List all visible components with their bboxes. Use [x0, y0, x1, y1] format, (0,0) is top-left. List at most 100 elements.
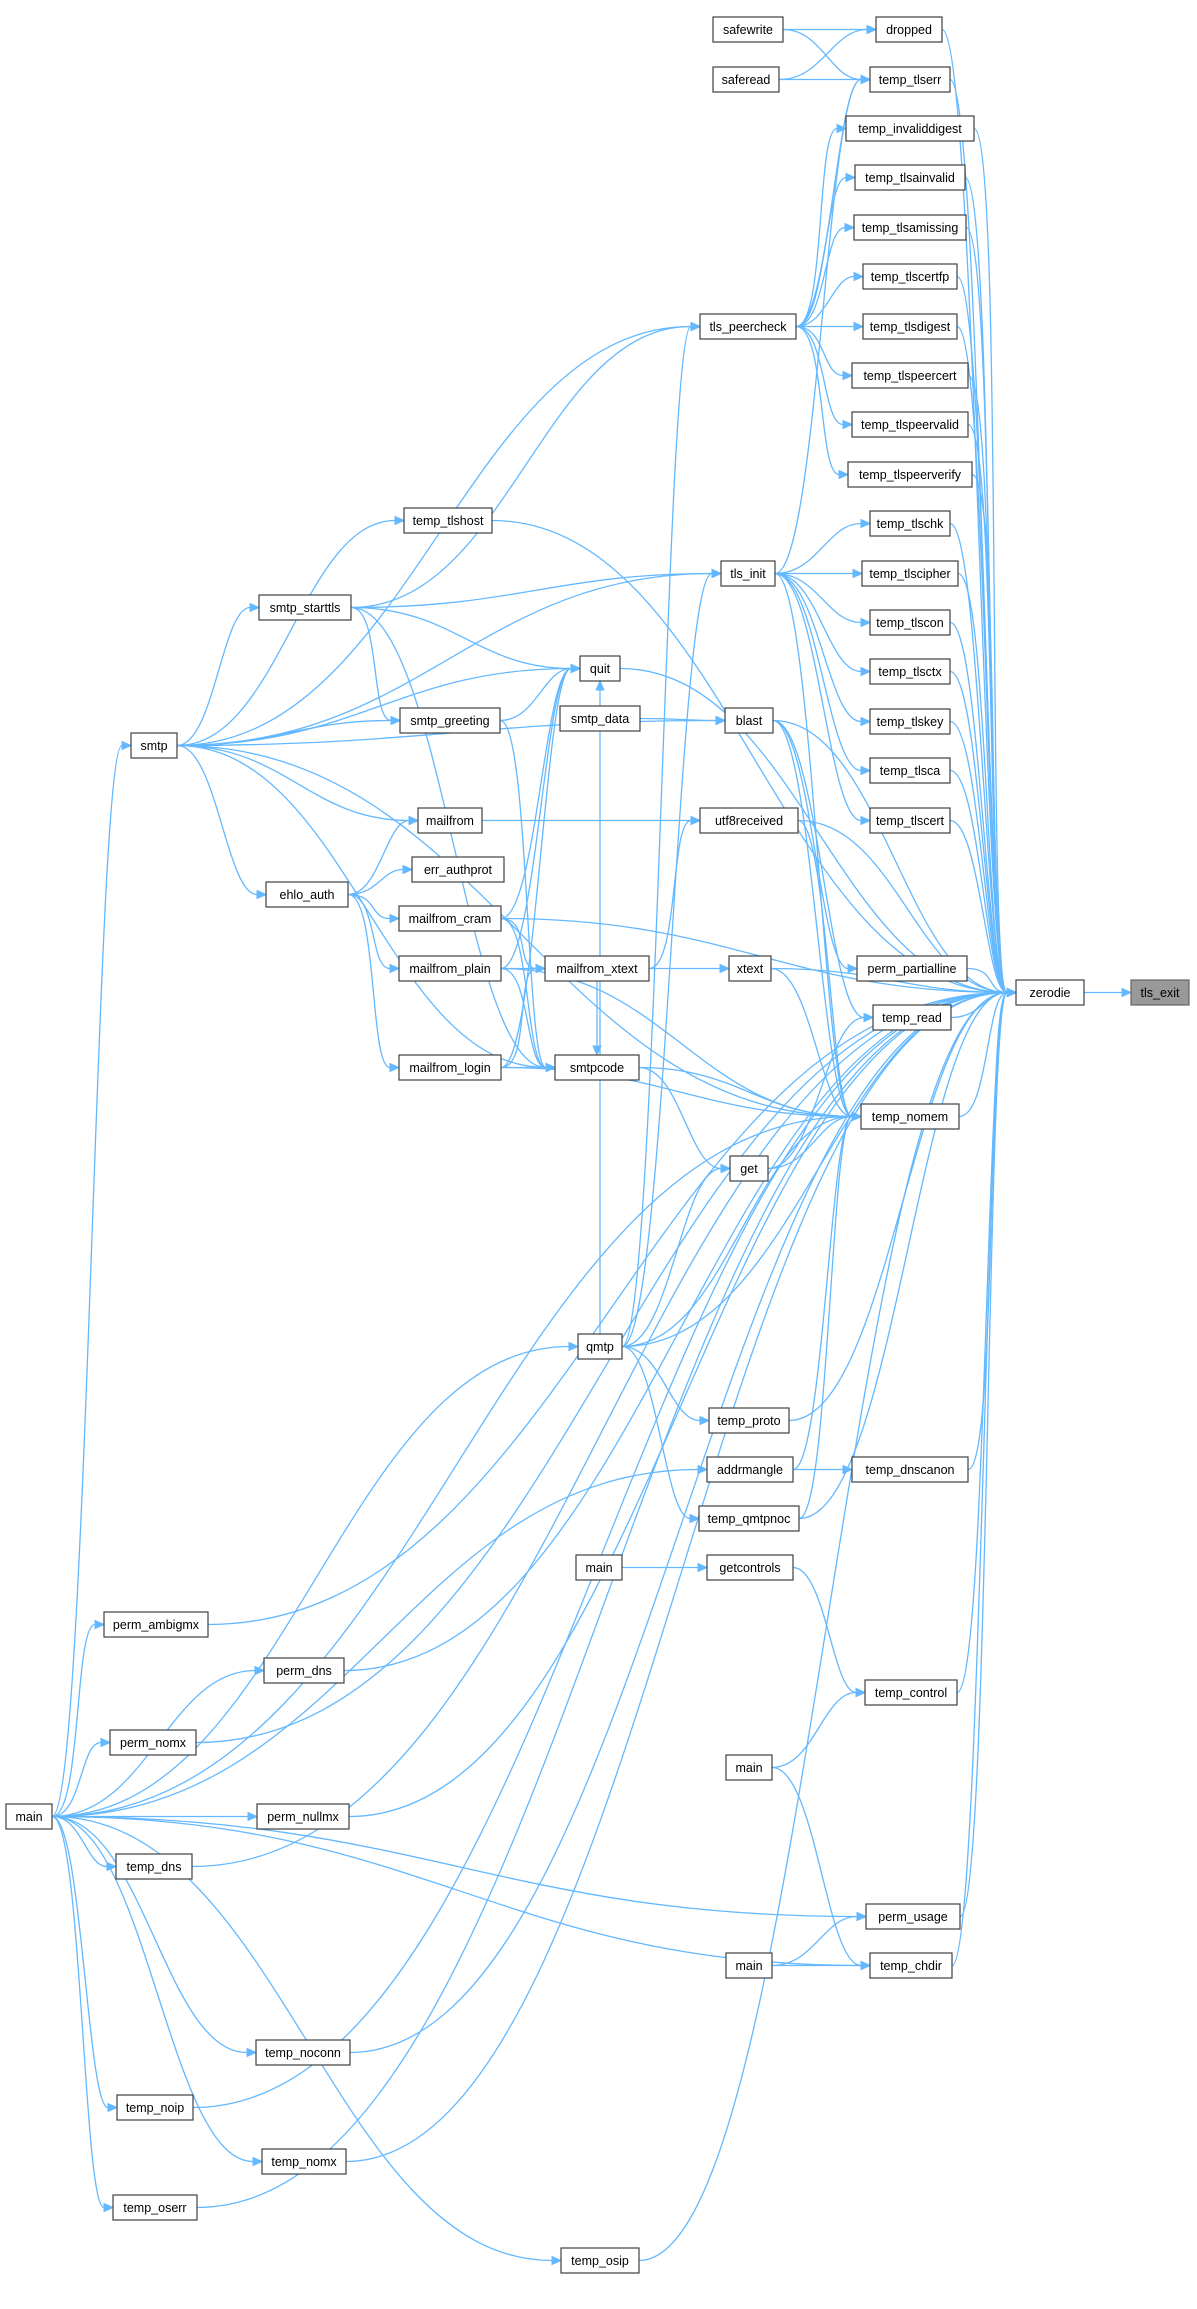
node-temp-tlspeerverify[interactable]: temp_tlspeerverify [847, 461, 973, 488]
node-temp-tlschk[interactable]: temp_tlschk [869, 510, 951, 537]
node-label: temp_tlsca [880, 764, 940, 778]
node-smtp[interactable]: smtp [130, 732, 178, 759]
node-temp-noip[interactable]: temp_noip [116, 2094, 194, 2121]
node-tls-init[interactable]: tls_init [720, 560, 776, 587]
edge-arrowhead [699, 1415, 711, 1426]
node-qmtp[interactable]: qmtp [577, 1333, 623, 1360]
node-temp-nomem[interactable]: temp_nomem [860, 1103, 960, 1130]
node-label: temp_tlsctx [878, 665, 942, 679]
node-label: temp_tlsamissing [862, 221, 959, 235]
edge-smtp-to-smtp_starttls [176, 602, 261, 747]
node-main[interactable]: main [5, 1803, 53, 1830]
node-temp-proto[interactable]: temp_proto [708, 1407, 790, 1434]
node-label: mailfrom_login [409, 1061, 490, 1075]
edge-arrowhead [535, 963, 547, 974]
edge-line [51, 1815, 858, 1918]
edge-line [500, 667, 572, 920]
node-temp-tlshost[interactable]: temp_tlshost [403, 507, 493, 534]
node-tls-peercheck[interactable]: tls_peercheck [699, 313, 797, 340]
node-box [865, 1903, 961, 1930]
edge-arrowhead [390, 715, 402, 726]
node-mailfrom-cram[interactable]: mailfrom_cram [398, 905, 502, 932]
node-label: temp_tlspeerverify [859, 468, 962, 482]
node-smtp-greeting[interactable]: smtp_greeting [399, 707, 501, 734]
node-label: temp_qmtpnoc [708, 1512, 791, 1526]
node-perm-dns[interactable]: perm_dns [263, 1657, 345, 1684]
node-temp-tlsamissing[interactable]: temp_tlsamissing [853, 214, 967, 241]
node-temp-chdir[interactable]: temp_chdir [869, 1952, 953, 1979]
node-temp-oserr[interactable]: temp_oserr [112, 2194, 198, 2221]
node-xtext[interactable]: xtext [728, 955, 772, 982]
node-temp-invaliddigest[interactable]: temp_invaliddigest [845, 115, 975, 142]
node-label: temp_invaliddigest [858, 122, 962, 136]
node-temp-tlscert[interactable]: temp_tlscert [869, 807, 951, 834]
node-dropped[interactable]: dropped [875, 16, 943, 43]
node-box [411, 856, 505, 883]
node-saferead[interactable]: saferead [712, 66, 780, 93]
node-temp-tlskey[interactable]: temp_tlskey [869, 708, 951, 735]
node-label: utf8received [715, 814, 783, 828]
node-blast[interactable]: blast [724, 707, 774, 734]
node-temp-tlsctx[interactable]: temp_tlsctx [869, 658, 951, 685]
node-main-tc[interactable]: main [725, 1754, 773, 1781]
edge-tls_init-to-temp_tlscipher [775, 568, 864, 579]
node-main-gc[interactable]: main [575, 1554, 623, 1581]
node-box [869, 66, 951, 93]
node-addrmangle[interactable]: addrmangle [706, 1456, 794, 1483]
node-temp-tlserr[interactable]: temp_tlserr [869, 66, 951, 93]
node-box [861, 560, 959, 587]
node-perm-usage[interactable]: perm_usage [865, 1903, 961, 1930]
node-temp-tlscon[interactable]: temp_tlscon [869, 609, 951, 636]
node-safewrite[interactable]: safewrite [712, 16, 784, 43]
node-smtpcode[interactable]: smtpcode [554, 1054, 640, 1081]
node-perm-nullmx[interactable]: perm_nullmx [256, 1803, 350, 1830]
node-perm-nomx[interactable]: perm_nomx [109, 1729, 197, 1756]
node-tls-exit[interactable]: tls_exit [1130, 979, 1190, 1006]
node-smtp-starttls[interactable]: smtp_starttls [258, 594, 352, 621]
edge-main-to-addrmangle [51, 1464, 709, 1818]
node-smtp-data[interactable]: smtp_data [559, 705, 641, 732]
node-temp-tlscertfp[interactable]: temp_tlscertfp [862, 263, 958, 290]
edge-temp_tlscon-to-zerodie [949, 621, 1018, 998]
node-temp-tlsainvalid[interactable]: temp_tlsainvalid [854, 164, 966, 191]
node-box [706, 1554, 794, 1581]
node-mailfrom-login[interactable]: mailfrom_login [398, 1054, 502, 1081]
node-label: mailfrom_plain [409, 962, 490, 976]
node-perm-partialline[interactable]: perm_partialline [856, 955, 968, 982]
node-temp-tlsca[interactable]: temp_tlsca [869, 757, 951, 784]
edge-line [792, 1566, 857, 1694]
edge-line [957, 572, 1008, 994]
node-temp-osip[interactable]: temp_osip [560, 2247, 640, 2274]
node-ehlo-auth[interactable]: ehlo_auth [265, 881, 349, 908]
node-utf8received[interactable]: utf8received [699, 807, 799, 834]
node-getcontrols[interactable]: getcontrols [706, 1554, 794, 1581]
node-mailfrom-plain[interactable]: mailfrom_plain [398, 955, 502, 982]
node-temp-dnscanon[interactable]: temp_dnscanon [851, 1456, 969, 1483]
node-temp-read[interactable]: temp_read [872, 1004, 952, 1031]
node-label: temp_tlschk [877, 517, 944, 531]
node-temp-noconn[interactable]: temp_noconn [255, 2039, 351, 2066]
node-box [875, 16, 943, 43]
node-main-pu[interactable]: main [725, 1952, 773, 1979]
node-label: temp_chdir [880, 1959, 942, 1973]
node-temp-nomx[interactable]: temp_nomx [261, 2148, 347, 2175]
node-temp-tlspeercert[interactable]: temp_tlspeercert [851, 362, 969, 389]
node-zerodie[interactable]: zerodie [1015, 979, 1085, 1006]
node-temp-dns[interactable]: temp_dns [115, 1853, 193, 1880]
edge-arrowhead [100, 1737, 112, 1748]
node-label: perm_nullmx [267, 1810, 339, 1824]
node-temp-tlscipher[interactable]: temp_tlscipher [861, 560, 959, 587]
edge-smtpcode-to-get [638, 1066, 732, 1174]
node-mailfrom-xtext[interactable]: mailfrom_xtext [544, 955, 650, 982]
node-temp-qmtpnoc[interactable]: temp_qmtpnoc [698, 1505, 800, 1532]
edge-temp_osip-to-zerodie [638, 987, 1018, 2262]
node-quit[interactable]: quit [579, 655, 621, 682]
node-mailfrom[interactable]: mailfrom [417, 807, 483, 834]
node-label: temp_nomx [271, 2155, 337, 2169]
node-temp-control[interactable]: temp_control [864, 1679, 958, 1706]
node-err-authprot[interactable]: err_authprot [411, 856, 505, 883]
node-get[interactable]: get [729, 1155, 769, 1182]
node-temp-tlspeervalid[interactable]: temp_tlspeervalid [851, 411, 969, 438]
node-temp-tlsdigest[interactable]: temp_tlsdigest [862, 313, 958, 340]
node-perm-ambigmx[interactable]: perm_ambigmx [103, 1611, 209, 1638]
